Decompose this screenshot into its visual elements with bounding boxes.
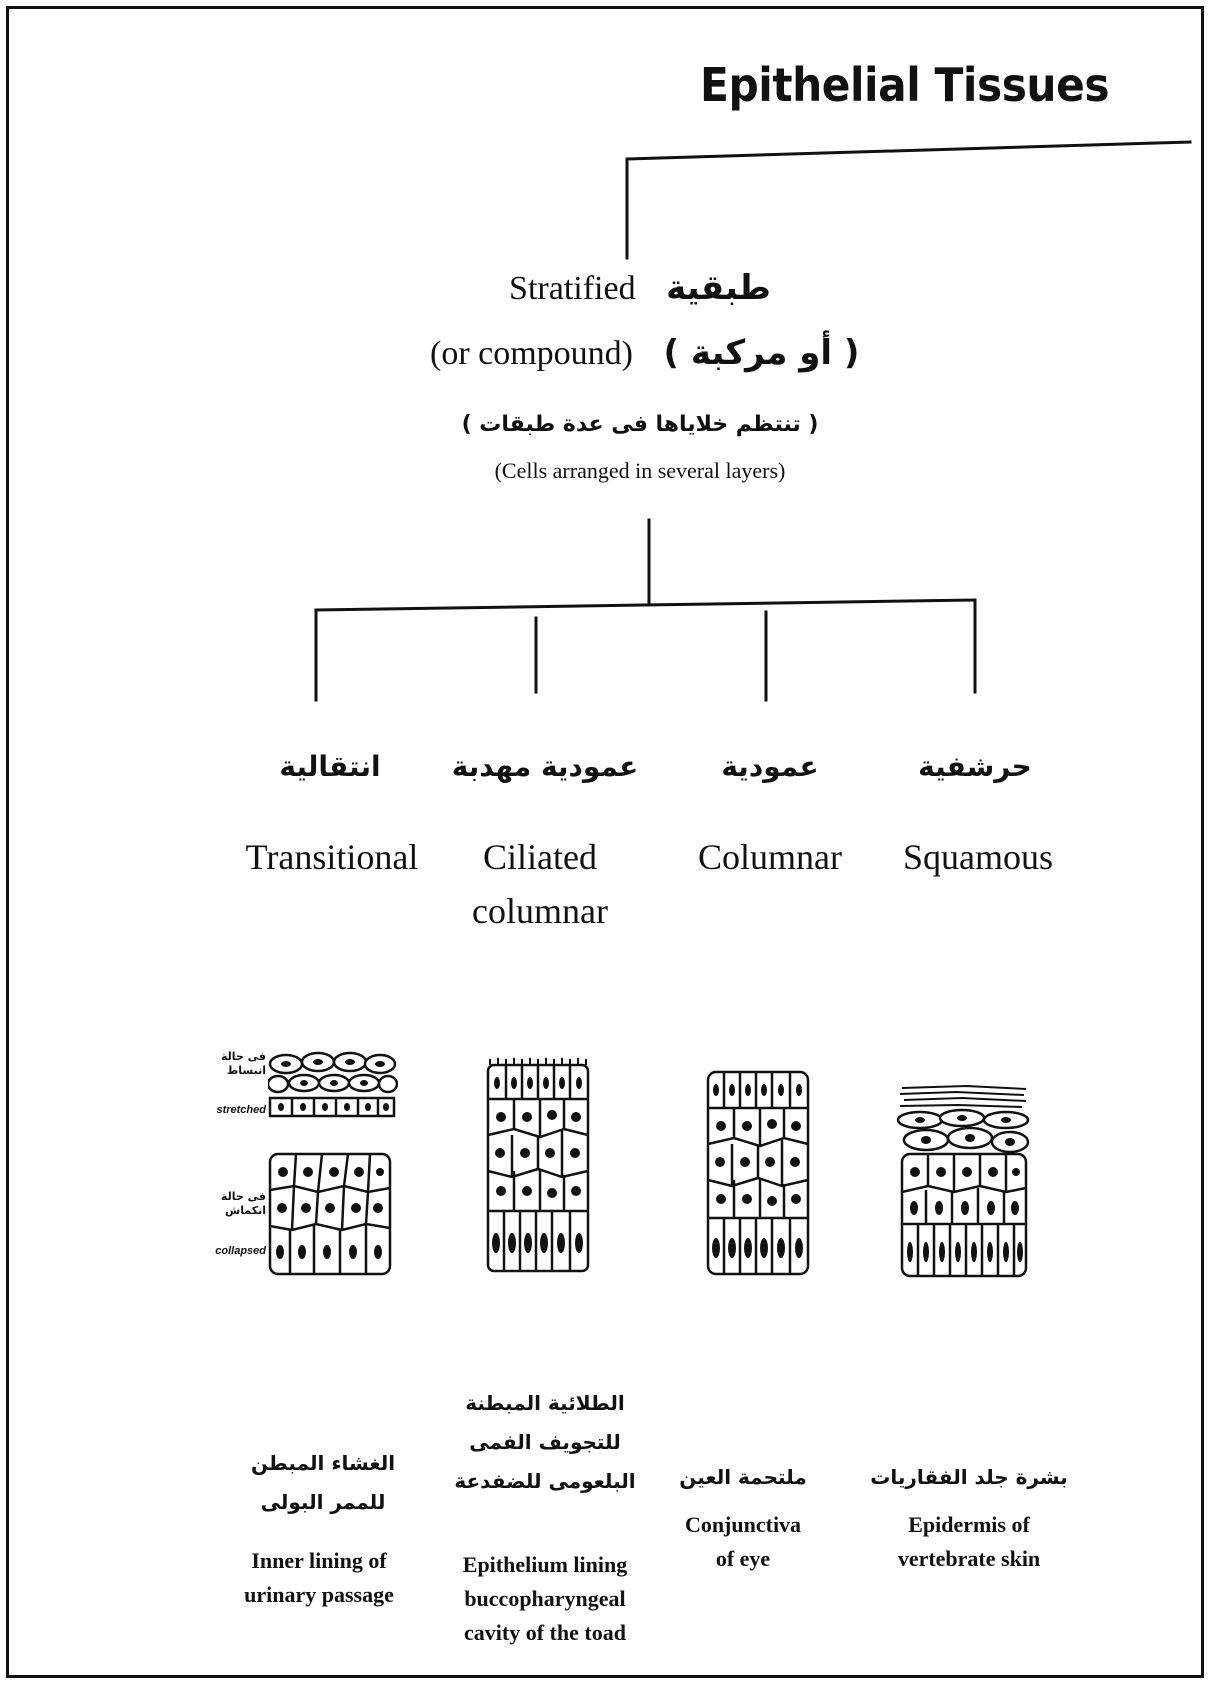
site-squamous-en: Epidermis of vertebrate skin (844, 1508, 1094, 1576)
category-ciliated-en: Ciliated columnar (472, 837, 608, 931)
site-columnar-ar: ملتحمة العين (618, 1458, 868, 1497)
transitional-stretched-label-ar: فى حالة انبساط (200, 1050, 266, 1078)
site-squamous-ar: بشرة جلد الفقاريات (844, 1458, 1094, 1497)
root-name-ar: طبقية (666, 268, 771, 308)
site-ciliated-en: Epithelium lining buccopharyngeal cavity… (420, 1548, 670, 1650)
site-ciliated-ar: الطلائية المبطنة للتجويف الفمى البلعومى … (420, 1384, 670, 1501)
category-squamous-en: Squamous (902, 837, 1053, 877)
site-line: of eye (715, 1546, 771, 1572)
root-alt-en: (or compound) (430, 335, 634, 372)
category-columnar-en: Columnar (698, 837, 842, 877)
diagram-title: Epithelial Tissues (700, 58, 1110, 112)
site-line: للممر البولى (260, 1490, 386, 1514)
transitional-collapsed-label-ar: فى حالة انكماش (200, 1190, 266, 1218)
category-squamous-ar: حرشفية (918, 750, 1032, 783)
site-line: Inner lining of (251, 1548, 387, 1573)
site-line: buccopharyngeal (464, 1586, 626, 1612)
site-line: البلعومى للضفدعة (454, 1469, 636, 1493)
squamous-drawing (896, 1084, 1030, 1278)
site-transitional-en: Inner lining of urinary passage (194, 1544, 444, 1612)
label-line: فى حالة (220, 1050, 266, 1063)
category-transitional-en: Transitional (245, 837, 419, 877)
transitional-stretched-drawing (268, 1051, 398, 1118)
label-line: انكماش (225, 1203, 266, 1217)
site-line: بشرة جلد الفقاريات (870, 1465, 1068, 1489)
page-frame (6, 6, 1204, 1678)
site-line: urinary passage (244, 1582, 394, 1608)
columnar-drawing (706, 1070, 810, 1276)
root-alt-ar: ( أو مركبة ) (663, 333, 860, 373)
site-line: cavity of the toad (464, 1620, 626, 1646)
site-line: للتجويف الفمى (469, 1430, 621, 1454)
transitional-collapsed-drawing (268, 1152, 392, 1276)
root-alt: (or compound) ( أو مركبة ) (430, 333, 859, 373)
site-line: Epithelium lining (462, 1552, 628, 1577)
site-line: Epidermis of (908, 1512, 1030, 1537)
site-line: الطلائية المبطنة (465, 1391, 625, 1415)
root-name: Stratified طبقية (430, 268, 850, 308)
transitional-stretched-label-en: stretched (216, 1104, 266, 1116)
root-name-en: Stratified (509, 270, 636, 307)
root-desc-en: (Cells arranged in several layers) (494, 458, 786, 483)
connector-branch-bar (314, 598, 977, 612)
category-transitional-ar: انتقالية (279, 750, 381, 783)
site-columnar-en: Conjunctiva of eye (618, 1508, 868, 1576)
ciliated-columnar-drawing (486, 1058, 590, 1273)
site-line: Conjunctiva (684, 1512, 802, 1537)
site-line: vertebrate skin (897, 1546, 1041, 1572)
category-columnar-ar: عمودية (721, 750, 819, 783)
label-line: انبساط (226, 1063, 266, 1077)
label-line: فى حالة (220, 1190, 266, 1203)
root-desc-ar: ( تنتظم خلاياها فى عدة طبقات ) (461, 412, 819, 437)
category-ciliated-ar: عمودية مهدبة (451, 750, 639, 783)
connector-top-horizontal (625, 140, 1192, 161)
site-line: ملتحمة العين (679, 1465, 807, 1489)
site-transitional-ar: الغشاء المبطن للممر البولى (198, 1444, 448, 1522)
transitional-collapsed-label-en: collapsed (215, 1245, 266, 1257)
site-line: الغشاء المبطن (250, 1451, 396, 1475)
